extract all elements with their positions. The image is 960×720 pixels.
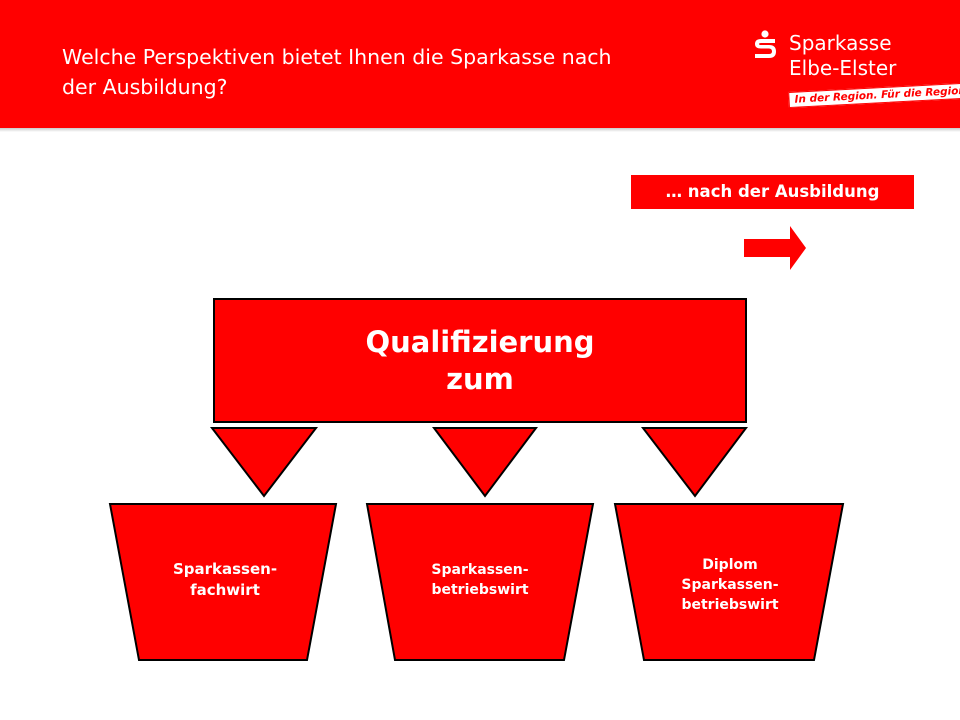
brand-name: Sparkasse Elbe-Elster xyxy=(789,31,897,80)
connector-triangle-1 xyxy=(209,427,319,498)
option-cup-1 xyxy=(108,503,338,661)
arrow-right-icon xyxy=(744,226,806,270)
qualification-box: Qualifizierung zum xyxy=(213,298,747,423)
option-cup-2 xyxy=(365,503,595,661)
connector-triangle-2 xyxy=(432,427,538,498)
option-label-betriebswirt: Sparkassen- betriebswirt xyxy=(431,562,529,598)
connector-triangle-3 xyxy=(640,427,748,498)
option-label-fachwirt: Sparkassen- fachwirt xyxy=(172,560,278,599)
after-training-label: … nach der Ausbildung xyxy=(631,175,914,209)
header-divider xyxy=(0,128,960,132)
option-label-diplom-betriebswirt: Diplom Sparkassen- betriebswirt xyxy=(681,557,779,613)
option-cup-3 xyxy=(613,503,845,661)
sparkasse-s-logo-icon xyxy=(755,30,776,58)
page-title: Welche Perspektiven bietet Ihnen die Spa… xyxy=(62,45,612,99)
